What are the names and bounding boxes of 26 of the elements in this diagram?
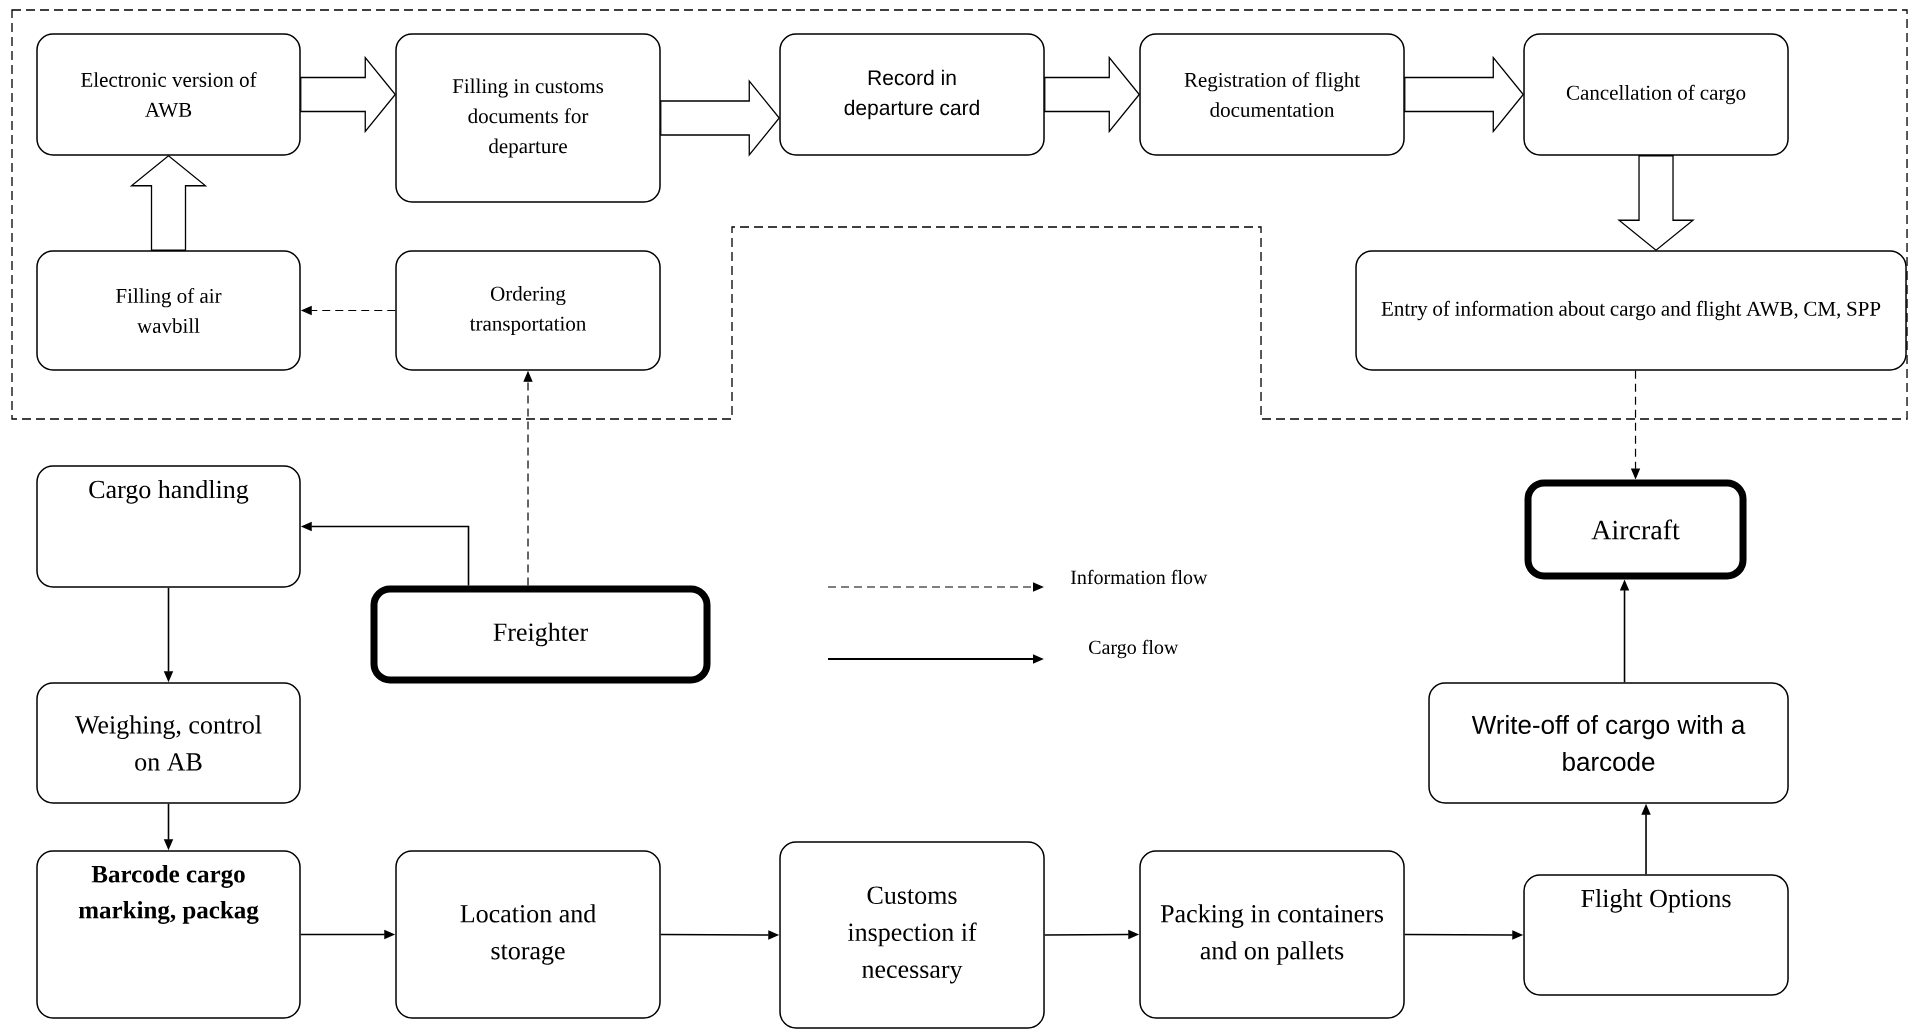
process-box: Barcode cargo marking, packag bbox=[36, 850, 301, 1019]
block-arrow bbox=[300, 55, 397, 134]
process-box: Filling of air wavbill bbox=[36, 250, 301, 371]
terminal-box: Freighter bbox=[370, 585, 711, 684]
process-box: Packing in containers and on pallets bbox=[1139, 850, 1405, 1019]
process-box: Ordering transportation bbox=[395, 250, 661, 371]
block-arrow bbox=[660, 79, 781, 157]
block-arrow bbox=[1044, 55, 1141, 134]
process-box: Cargo handling bbox=[36, 465, 301, 588]
process-box: Write-off of cargo with a barcode bbox=[1428, 682, 1789, 804]
block-arrow bbox=[1404, 55, 1525, 134]
terminal-box: Aircraft bbox=[1524, 479, 1747, 580]
process-box: Registration of flight documentation bbox=[1139, 33, 1405, 156]
process-box: Flight Options bbox=[1523, 874, 1789, 996]
process-box: Customs inspection if necessary bbox=[779, 841, 1045, 1029]
block-arrow bbox=[1617, 155, 1695, 252]
block-arrow bbox=[129, 154, 208, 251]
process-box: Weighing, control on AB bbox=[36, 682, 301, 804]
process-box: Filling in customs documents for departure bbox=[395, 33, 661, 203]
process-box: Location and storage bbox=[395, 850, 661, 1019]
process-box: Electronic version of AWB bbox=[36, 33, 301, 156]
legend-text: Information flow bbox=[1070, 569, 1208, 585]
legend-text: Cargo flow bbox=[1089, 639, 1179, 659]
process-box: Record in departure card bbox=[779, 33, 1045, 156]
process-box: Entry of information about cargo and flight AWB, CM, SPP bbox=[1355, 250, 1907, 371]
process-box: Cancellation of cargo bbox=[1523, 33, 1789, 156]
